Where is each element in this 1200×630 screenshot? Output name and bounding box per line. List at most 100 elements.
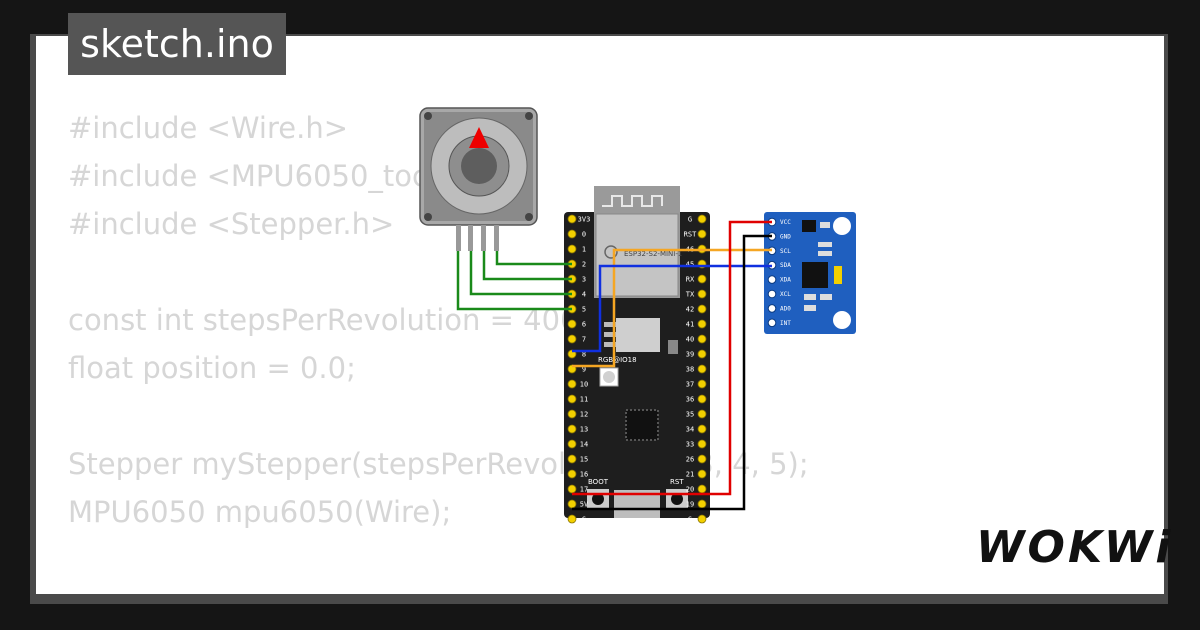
pin-hole[interactable] xyxy=(567,484,577,494)
reset-button[interactable] xyxy=(671,493,683,505)
pin-label: 45 xyxy=(686,261,694,269)
wire-orange xyxy=(572,248,772,368)
pin-label: 15 xyxy=(580,456,588,464)
mpu-pin-label: INT xyxy=(780,320,791,327)
pin-label: 39 xyxy=(686,351,694,359)
wires xyxy=(456,220,772,511)
pin-hole[interactable] xyxy=(697,394,707,404)
mpu-pin-hole[interactable] xyxy=(767,275,777,284)
pin-hole[interactable] xyxy=(567,454,577,464)
pin-hole[interactable] xyxy=(567,379,577,389)
pin-hole[interactable] xyxy=(697,454,707,464)
pin-label: 33 xyxy=(686,441,694,449)
pin-hole[interactable] xyxy=(567,229,577,239)
boot-button[interactable] xyxy=(592,493,604,505)
pin-label: 7 xyxy=(582,336,586,344)
mpu-pin-hole[interactable] xyxy=(767,304,777,313)
pin-label: 37 xyxy=(686,381,694,389)
wire-black xyxy=(572,234,772,511)
pin-label: 35 xyxy=(686,411,694,419)
pin-hole[interactable] xyxy=(567,499,577,509)
pin-label: 3 xyxy=(582,276,586,284)
pin-hole[interactable] xyxy=(567,244,577,254)
pin-label: 20 xyxy=(686,486,694,494)
pin-hole[interactable] xyxy=(697,364,707,374)
pin-label: G xyxy=(688,516,692,524)
pin-hole[interactable] xyxy=(567,439,577,449)
led-label: RGB@IO18 xyxy=(598,356,637,364)
pin-label: 21 xyxy=(686,471,694,479)
pin-hole[interactable] xyxy=(697,499,707,509)
esp32-board[interactable]: ESP32-S2-MINI-1 RGB@IO18 BOOT RST 3V3012… xyxy=(564,186,710,524)
code-line: bool isRunning = false; xyxy=(68,584,809,594)
pin-label: 40 xyxy=(686,336,694,344)
pin-label: 11 xyxy=(580,396,588,404)
pin-label: 38 xyxy=(686,366,694,374)
pin-label: 36 xyxy=(686,396,694,404)
pin-label: 17 xyxy=(580,486,588,494)
pin-label: G xyxy=(582,516,586,524)
pin-label: G xyxy=(688,216,692,224)
pin-label: 10 xyxy=(580,381,588,389)
mpu-pin-hole[interactable] xyxy=(767,289,777,299)
wire-blue xyxy=(572,264,772,353)
pin-hole[interactable] xyxy=(567,424,577,434)
mpu-pin-label: VCC xyxy=(780,219,791,226)
pin-hole[interactable] xyxy=(697,484,707,494)
pin-hole[interactable] xyxy=(567,514,577,524)
code-line: #include <Stepper.h> xyxy=(68,207,395,241)
pin-hole[interactable] xyxy=(567,409,577,419)
pin-hole[interactable] xyxy=(697,424,707,434)
pin-hole[interactable] xyxy=(697,379,707,389)
pin-label: 5V xyxy=(580,501,589,509)
wire-green xyxy=(482,251,572,281)
pin-hole[interactable] xyxy=(697,469,707,479)
code-line: #include <Wire.h> xyxy=(68,111,349,145)
pin-label: 42 xyxy=(686,306,694,314)
pin-label: 34 xyxy=(686,426,694,434)
pin-hole[interactable] xyxy=(697,409,707,419)
rst-label: RST xyxy=(670,478,684,486)
pin-hole[interactable] xyxy=(697,304,707,314)
wire-green xyxy=(495,251,572,266)
mpu-pin-label: GND xyxy=(780,233,791,240)
code-line: MPU6050 mpu6050(Wire); xyxy=(68,495,452,529)
pin-hole[interactable] xyxy=(567,319,577,329)
mpu-pin-label: AD0 xyxy=(780,305,791,312)
wokwi-logo: WOKWi xyxy=(976,522,1174,573)
pin-hole[interactable] xyxy=(697,214,707,224)
mpu-pin-hole[interactable] xyxy=(767,318,777,328)
stepper-motor[interactable] xyxy=(419,107,538,251)
pin-label: 12 xyxy=(580,411,588,419)
pin-hole[interactable] xyxy=(697,334,707,344)
pin-hole[interactable] xyxy=(697,439,707,449)
espressif-logo-icon xyxy=(604,245,618,259)
pin-hole[interactable] xyxy=(697,274,707,284)
pin-hole[interactable] xyxy=(567,214,577,224)
pin-label: 13 xyxy=(580,426,588,434)
pin-hole[interactable] xyxy=(697,289,707,299)
wire-red xyxy=(572,220,772,496)
pin-hole[interactable] xyxy=(567,334,577,344)
pin-label: 6 xyxy=(582,321,586,329)
mpu-pin-label: SDA xyxy=(780,262,791,269)
pin-hole[interactable] xyxy=(697,319,707,329)
pin-label: TX xyxy=(686,291,695,299)
pin-hole[interactable] xyxy=(697,229,707,239)
pin-label: 9 xyxy=(582,366,586,374)
pin-label: 2 xyxy=(582,261,586,269)
pin-hole[interactable] xyxy=(567,394,577,404)
pin-label: 14 xyxy=(580,441,588,449)
pin-label: RST xyxy=(684,231,697,239)
pin-hole[interactable] xyxy=(697,514,707,524)
pin-label: 1 xyxy=(582,246,586,254)
code-line: float position = 0.0; xyxy=(68,351,356,385)
pin-label: 26 xyxy=(686,456,694,464)
filename-tab[interactable]: sketch.ino xyxy=(68,13,286,75)
pin-hole[interactable] xyxy=(567,469,577,479)
pin-hole[interactable] xyxy=(697,349,707,359)
